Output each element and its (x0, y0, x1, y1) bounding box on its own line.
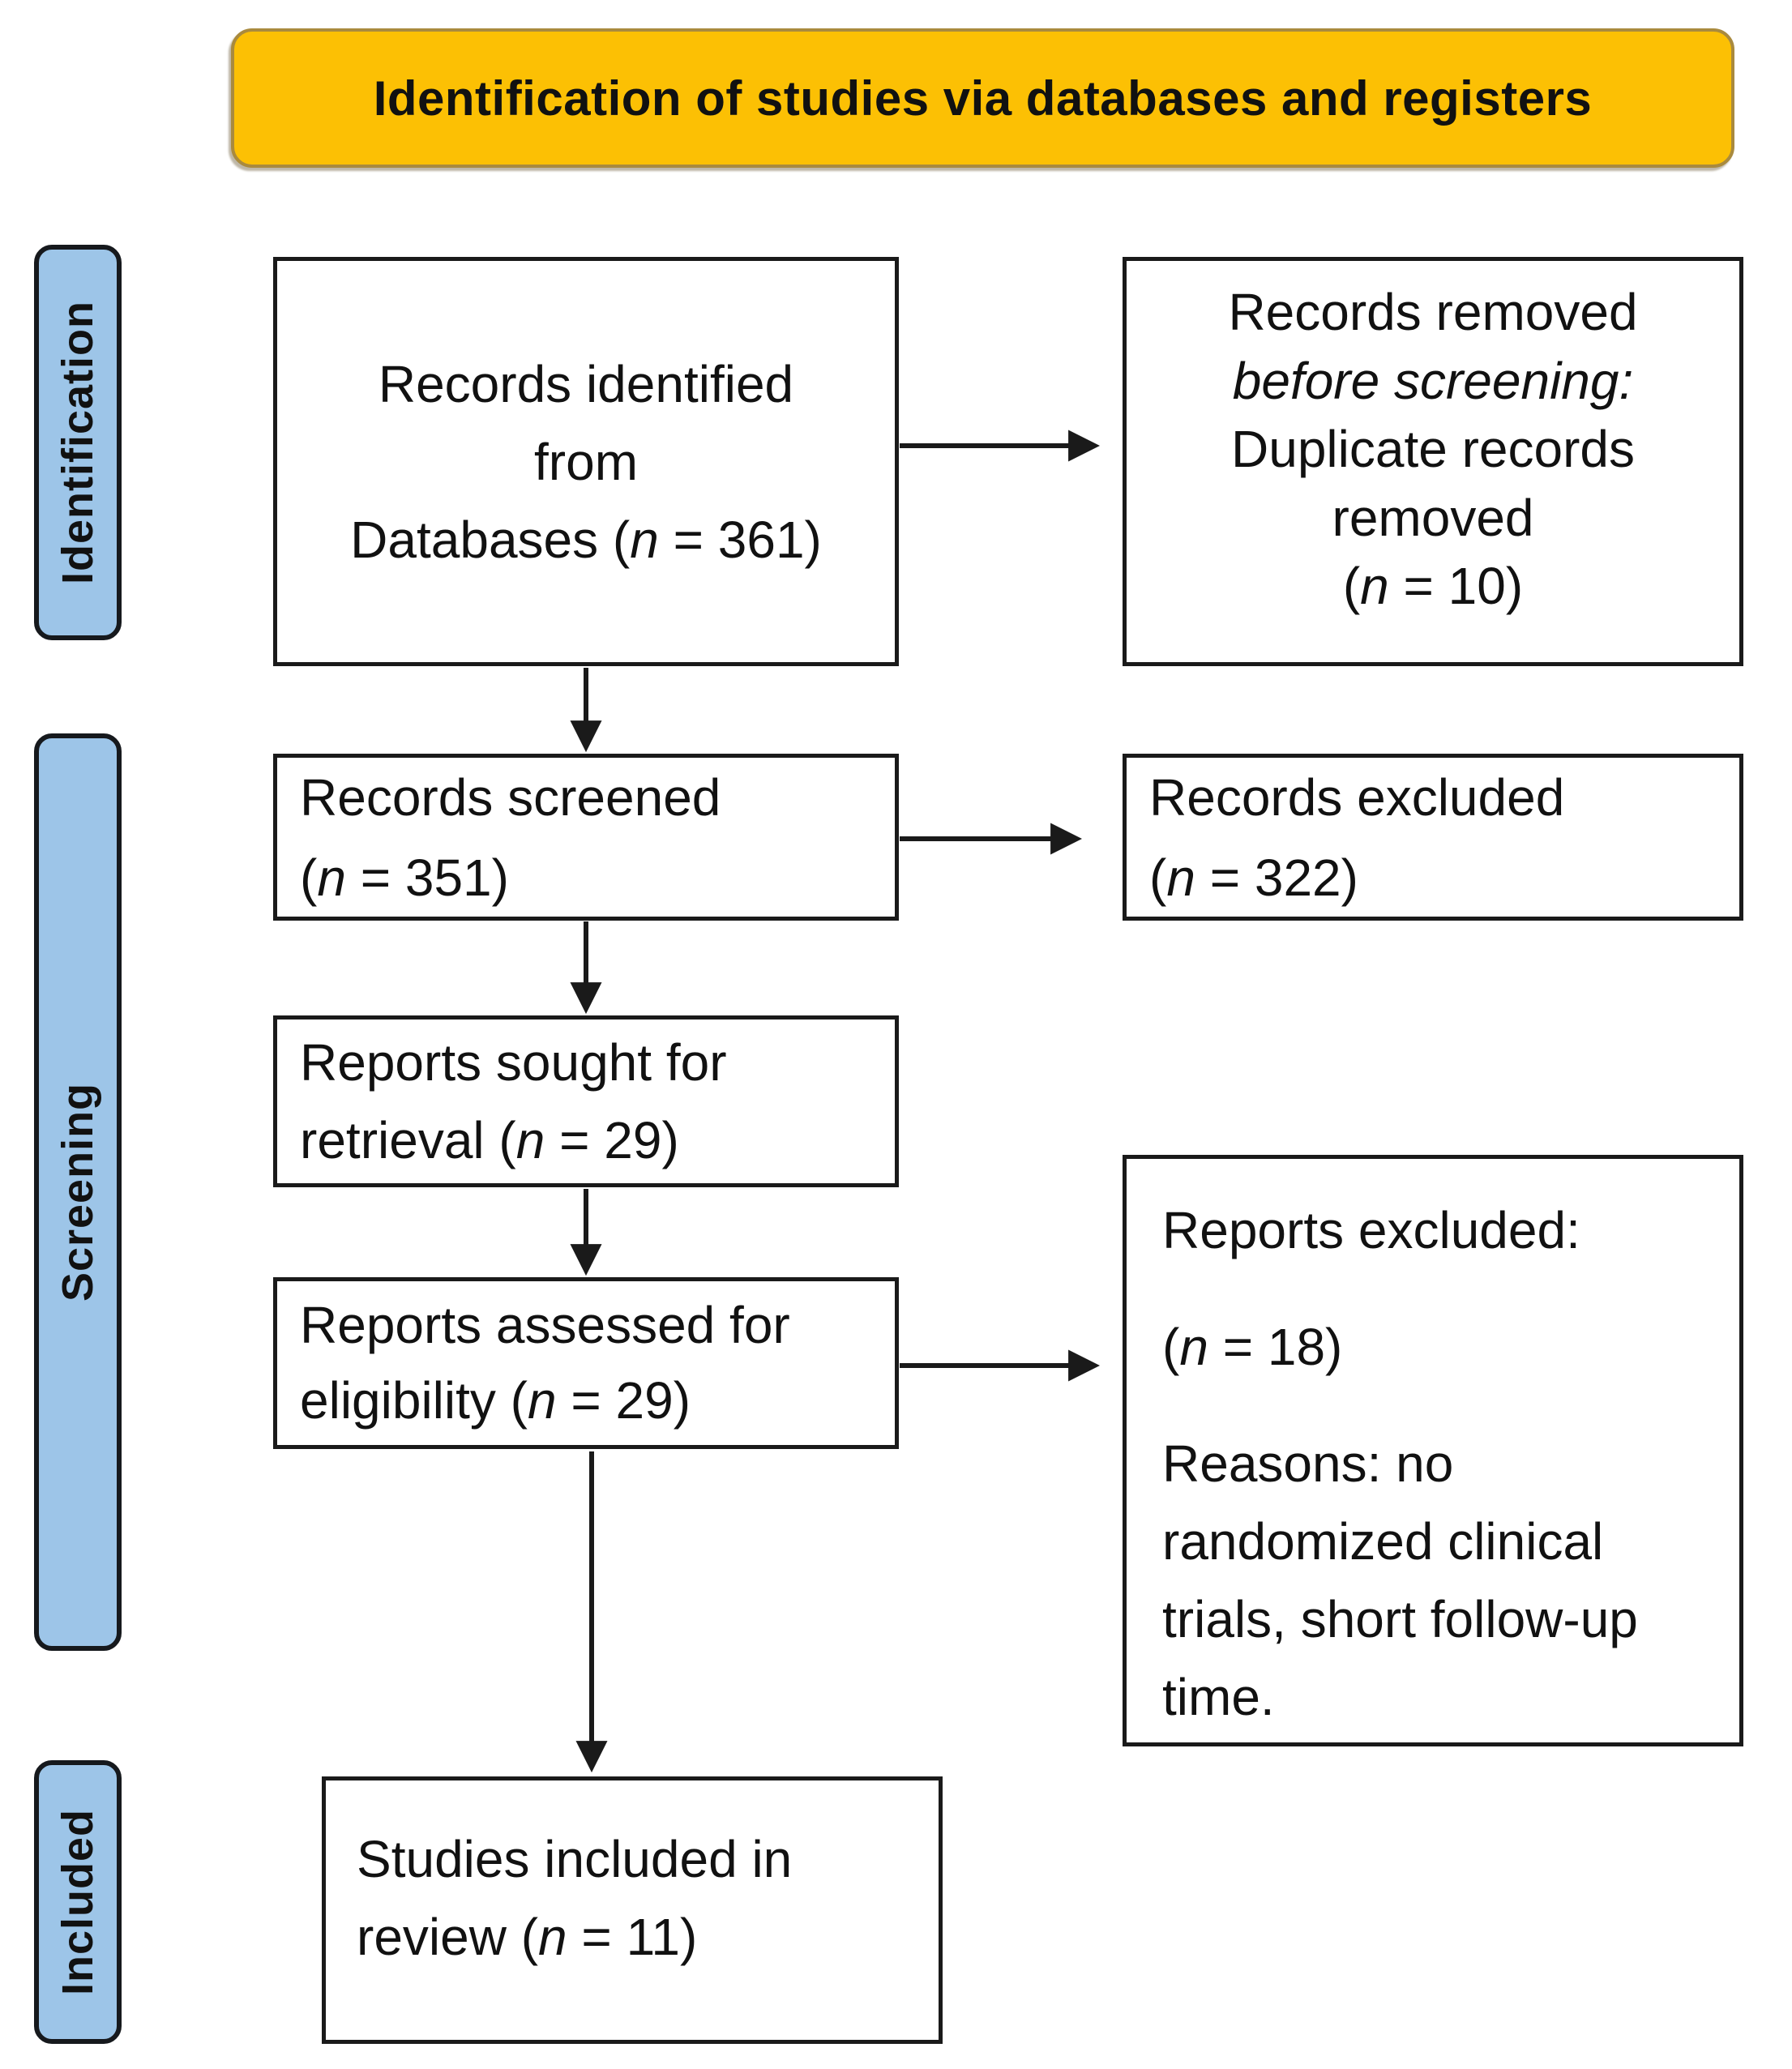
text-line: review (n = 11) (357, 1908, 698, 1966)
text-line-italic: before screening: (1232, 351, 1634, 410)
box-records-excluded: Records excluded (n = 322) (1123, 754, 1743, 921)
text-line: Reports sought for (300, 1033, 727, 1092)
text-line: Reports excluded: (1162, 1201, 1580, 1259)
text-line: (n = 18) (1162, 1318, 1343, 1376)
text-line: Reports assessed for (300, 1296, 790, 1355)
n-symbol: n (1179, 1318, 1208, 1376)
text-line: Records excluded (1149, 768, 1565, 827)
text-line: retrieval (n = 29) (300, 1111, 679, 1169)
stage-bar-identification: Identification (34, 245, 122, 640)
box-records-screened: Records screened (n = 351) (273, 754, 899, 921)
text-line: (n = 322) (1149, 848, 1358, 907)
box-reports-assessed: Reports assessed for eligibility (n = 29… (273, 1277, 899, 1449)
box-records-identified: Records identified from Databases (n = 3… (273, 257, 899, 666)
diagram-title: Identification of studies via databases … (373, 71, 1593, 126)
n-symbol: n (1166, 848, 1195, 907)
text-line: Records screened (300, 768, 721, 827)
exclusion-reasons-text: Reasons: no randomized clinical trials, … (1162, 1434, 1638, 1726)
stage-label-screening: Screening (53, 1082, 102, 1302)
stage-label-identification: Identification (53, 301, 102, 584)
n-symbol: n (527, 1371, 557, 1430)
n-symbol: n (317, 848, 346, 907)
text-line: from (534, 432, 638, 491)
text-line: (n = 10) (1342, 557, 1524, 616)
text-line: eligibility (n = 29) (300, 1371, 691, 1430)
text-line: (n = 351) (300, 848, 509, 907)
n-symbol: n (630, 510, 659, 569)
n-symbol: n (1360, 557, 1389, 616)
text-line: Databases (n = 361) (350, 510, 822, 569)
text-line: removed (1332, 488, 1534, 547)
box-studies-included: Studies included in review (n = 11) (322, 1776, 943, 2044)
stage-label-included: Included (53, 1808, 103, 1996)
box-reports-sought: Reports sought for retrieval (n = 29) (273, 1015, 899, 1187)
stage-bar-included: Included (34, 1760, 122, 2044)
title-banner: Identification of studies via databases … (231, 28, 1734, 168)
text-line: Records identified (378, 354, 794, 413)
stage-bar-screening: Screening (34, 733, 122, 1651)
n-symbol: n (515, 1111, 545, 1169)
n-symbol: n (538, 1908, 567, 1966)
text-line: Records removed (1228, 283, 1638, 342)
text-line: Studies included in (357, 1830, 793, 1888)
text-line: Duplicate records (1231, 420, 1635, 479)
box-records-removed-before-screening: Records removed before screening: Duplic… (1123, 257, 1743, 666)
box-reports-excluded: Reports excluded: (n = 18) Reasons: no r… (1123, 1155, 1743, 1746)
